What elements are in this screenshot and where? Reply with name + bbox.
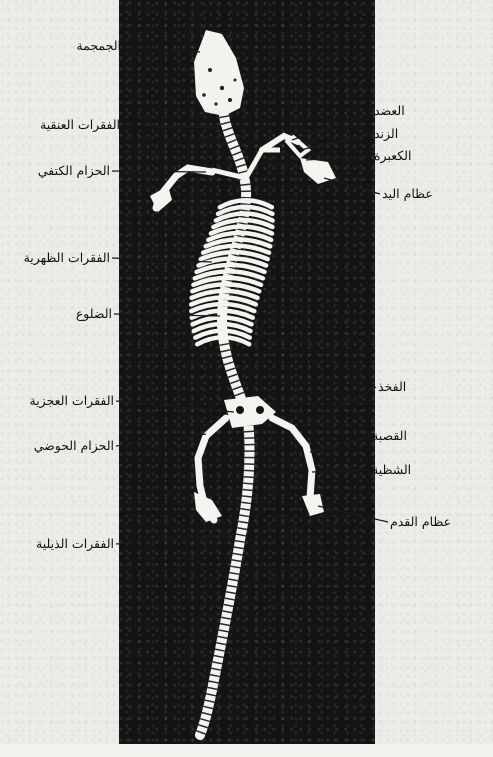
right-foot bbox=[302, 494, 324, 516]
rib-cage bbox=[191, 200, 272, 344]
label-caudal-vertebrae: الفقرات الذيلية bbox=[10, 537, 114, 551]
label-hand-bones: عظام اليد bbox=[382, 187, 462, 201]
label-ribs: الضلوع bbox=[54, 307, 112, 321]
label-pelvic-girdle: الحزام الحوضي bbox=[24, 439, 114, 453]
page-bottom-edge bbox=[0, 744, 493, 757]
label-humerus: العضد bbox=[374, 104, 444, 118]
label-ulna: الكعبرة bbox=[374, 149, 444, 163]
label-fibula: الشظية bbox=[372, 463, 442, 477]
label-foot-bones: عظام القدم bbox=[390, 515, 470, 529]
label-femur: الفخذ bbox=[378, 380, 448, 394]
label-skull: الجمجمة bbox=[57, 39, 121, 53]
label-thoracic-vertebrae: الفقرات الظهرية bbox=[4, 251, 110, 265]
label-radius: الزند bbox=[374, 127, 444, 141]
label-sacral-vertebrae: الفقرات العجزية bbox=[12, 394, 114, 408]
label-tibia: القصبة bbox=[372, 429, 442, 443]
pectoral-girdle bbox=[212, 150, 280, 178]
label-cervical-vertebrae: الفقرات العنقية bbox=[16, 118, 120, 132]
left-foot bbox=[194, 492, 222, 522]
skull bbox=[194, 30, 244, 116]
label-pectoral-girdle: الحزام الكتفي bbox=[22, 164, 110, 178]
